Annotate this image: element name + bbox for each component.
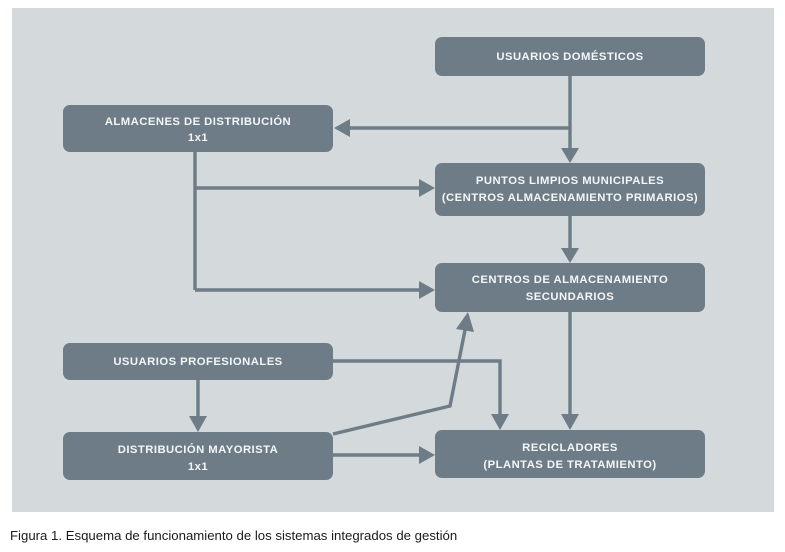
flow-diagram: USUARIOS DOMÉSTICOS ALMACENES DE DISTRIB… [63, 37, 705, 480]
node-label-recicladores-line2: (PLANTAS DE TRATAMIENTO) [483, 459, 656, 471]
arrowhead-domesticos-to-almacenes [334, 119, 350, 137]
node-box-puntos-limpios-municipales [435, 163, 705, 216]
node-label-usuarios-profesionales-line1: USUARIOS PROFESIONALES [113, 356, 282, 368]
node-label-recicladores-line1: RECICLADORES [522, 442, 618, 454]
node-label-almacenes-line1: ALMACENES DE DISTRIBUCIÓN [105, 115, 291, 128]
node-recicladores[interactable]: RECICLADORES (PLANTAS DE TRATAMIENTO) [435, 430, 705, 478]
node-centros-de-almacenamiento-secundarios[interactable]: CENTROS DE ALMACENAMIENTO SECUNDARIOS [435, 263, 705, 312]
node-label-usuarios-domesticos-line1: USUARIOS DOMÉSTICOS [496, 50, 643, 63]
node-box-almacenes-de-distribucion [63, 105, 333, 152]
node-label-distribucion-mayorista-line2: 1x1 [188, 461, 208, 473]
arrowhead-domesticos-to-puntoslimpios [561, 148, 579, 163]
node-label-almacenes-line2: 1x1 [188, 132, 208, 144]
node-box-centros-de-almacenamiento-secundarios [435, 263, 705, 312]
node-label-puntos-limpios-line2: (CENTROS ALMACENAMIENTO PRIMARIOS) [442, 192, 698, 204]
arrowhead-almacenes-to-puntoslimpios [419, 179, 435, 197]
node-box-usuarios-profesionales [63, 343, 333, 380]
node-label-puntos-limpios-line1: PUNTOS LIMPIOS MUNICIPALES [476, 175, 664, 187]
arrowhead-centros-to-recicladores [561, 414, 579, 430]
node-label-distribucion-mayorista-line1: DISTRIBUCIÓN MAYORISTA [118, 443, 279, 456]
connector-layer [189, 76, 579, 464]
node-label-centros-line2: SECUNDARIOS [526, 291, 614, 303]
node-box-recicladores [435, 430, 705, 478]
arrowhead-puntoslimpios-to-centros [561, 248, 579, 263]
node-usuarios-domesticos[interactable]: USUARIOS DOMÉSTICOS [435, 37, 705, 76]
figure-caption: Figura 1. Esquema de funcionamiento de l… [10, 528, 458, 543]
arrowhead-profesionales-to-recicladores [491, 414, 509, 430]
node-box-usuarios-domesticos [435, 37, 705, 76]
node-distribucion-mayorista[interactable]: DISTRIBUCIÓN MAYORISTA 1x1 [63, 432, 333, 480]
arrowhead-mayorista-to-centros [456, 312, 474, 332]
node-almacenes-de-distribucion[interactable]: ALMACENES DE DISTRIBUCIÓN 1x1 [63, 105, 333, 152]
arrowhead-almacenes-to-centros [419, 281, 435, 299]
node-usuarios-profesionales[interactable]: USUARIOS PROFESIONALES [63, 343, 333, 380]
arrowhead-mayorista-to-recicladores [419, 446, 435, 464]
node-label-centros-line1: CENTROS DE ALMACENAMIENTO [472, 274, 668, 286]
diagram-panel [12, 8, 774, 512]
arrowhead-profesionales-to-mayorista [189, 416, 207, 432]
node-puntos-limpios-municipales[interactable]: PUNTOS LIMPIOS MUNICIPALES (CENTROS ALMA… [435, 163, 705, 216]
node-box-distribucion-mayorista [63, 432, 333, 480]
edge-profesionales-to-recicladores [333, 359, 502, 418]
edge-mayorista-to-centros [332, 324, 468, 436]
